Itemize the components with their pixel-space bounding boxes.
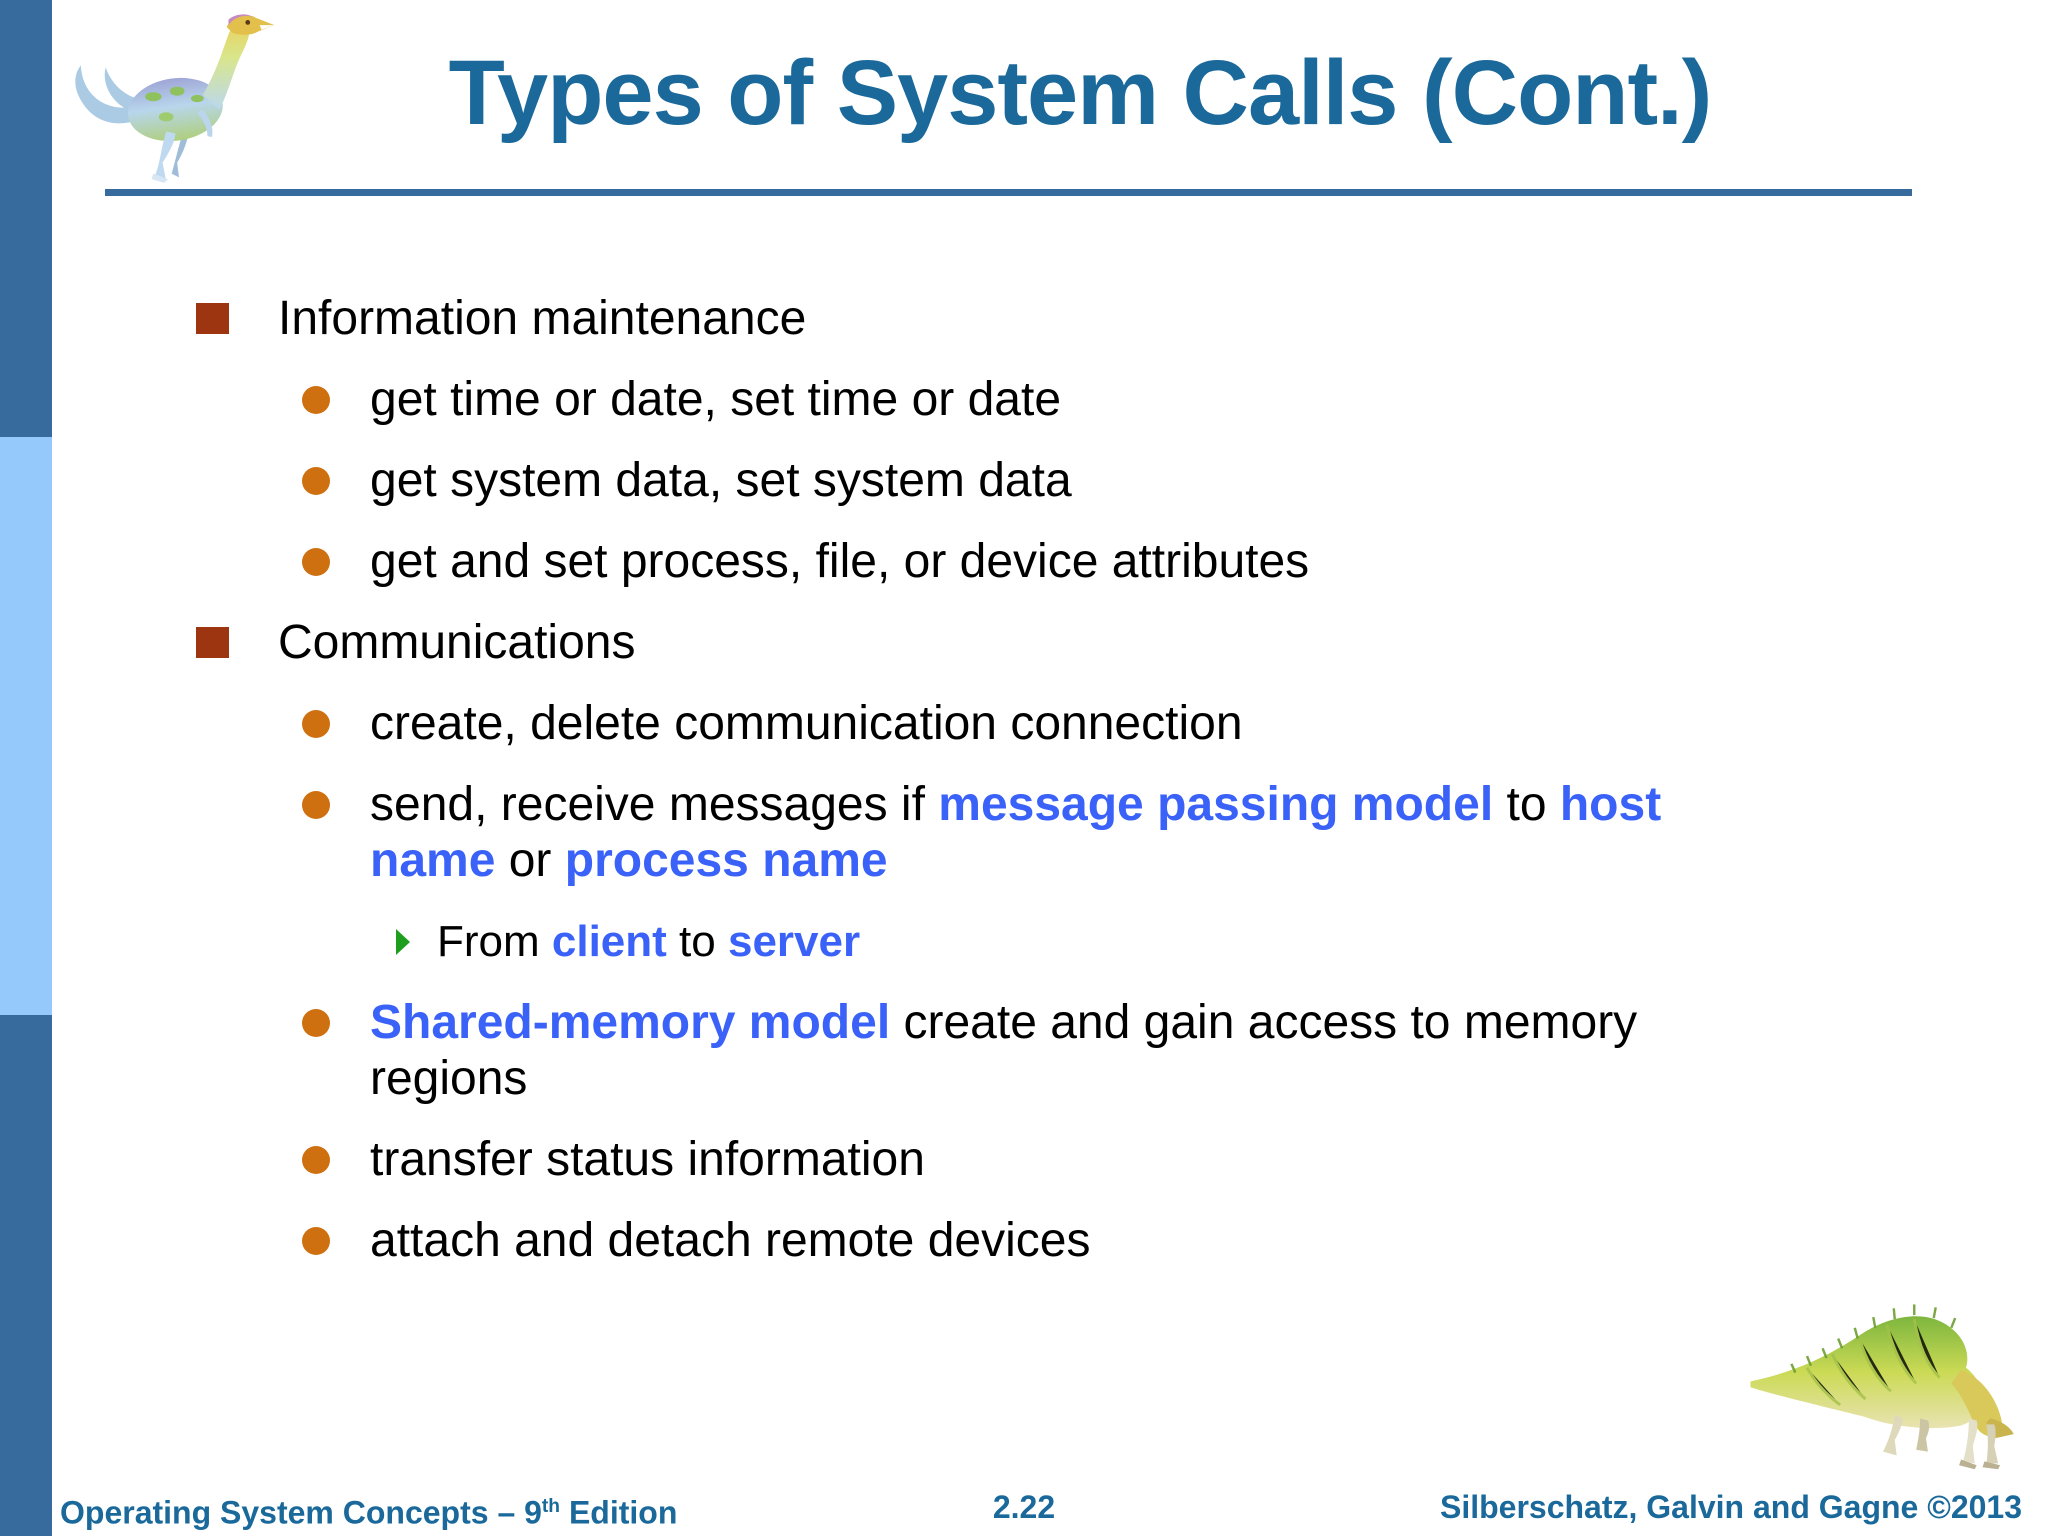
slide-title: Types of System Calls (Cont.) [448, 42, 1713, 144]
footer-book-title: Operating System Concepts – 9th Edition [60, 1494, 678, 1531]
list-item-text: From client to server [437, 917, 861, 966]
list-item: get time or date, set time or date [0, 372, 2048, 428]
footer-authors: Silberschatz, Galvin and Gagne ©2013 [1439, 1489, 2022, 1525]
list-item: create, delete communication connection [0, 696, 2048, 752]
dinosaur-illustration [1750, 1304, 2014, 1470]
list-item-text: get and set process, file, or device att… [370, 535, 1310, 588]
list-item: Shared-memory model create and gain acce… [0, 995, 2048, 1051]
circle-bullet-icon [302, 548, 330, 576]
footer-page-number: 2.22 [992, 1489, 1056, 1525]
sidebar-band-top [0, 0, 52, 437]
circle-bullet-icon [302, 1227, 330, 1255]
title-underline [105, 189, 1912, 196]
list-item: Information maintenance [0, 291, 2048, 347]
list-item-text: Shared-memory model create and gain acce… [370, 996, 1638, 1049]
list-item: regions [0, 1051, 2048, 1107]
circle-bullet-icon [302, 1146, 330, 1174]
circle-bullet-icon [302, 791, 330, 819]
list-item-text: send, receive messages if message passin… [370, 778, 1662, 831]
list-item-text: Information maintenance [278, 292, 807, 345]
circle-bullet-icon [302, 467, 330, 495]
circle-bullet-icon [302, 386, 330, 414]
list-item-text: transfer status information [370, 1133, 925, 1186]
list-item: name or process name [0, 833, 2048, 889]
list-item: get and set process, file, or device att… [0, 534, 2048, 590]
dinosaur-logo [75, 14, 275, 183]
square-bullet-icon [196, 627, 229, 658]
list-item: send, receive messages if message passin… [0, 777, 2048, 833]
circle-bullet-icon [302, 1009, 330, 1037]
list-item: attach and detach remote devices [0, 1213, 2048, 1269]
list-item-text: get time or date, set time or date [370, 373, 1062, 426]
list-item-text: get system data, set system data [370, 454, 1072, 507]
list-item: From client to server [0, 914, 2048, 970]
triangle-bullet-icon [396, 929, 410, 955]
list-item-text: create, delete communication connection [370, 697, 1243, 750]
sidebar-band-middle [0, 437, 52, 1015]
list-item-text: Communications [278, 616, 636, 669]
list-item-text: attach and detach remote devices [370, 1214, 1091, 1267]
list-item: get system data, set system data [0, 453, 2048, 509]
square-bullet-icon [196, 303, 229, 334]
list-item: transfer status information [0, 1132, 2048, 1188]
sidebar-band-bottom [0, 1015, 52, 1536]
bullet-list: Information maintenance get time or date,… [0, 291, 2048, 1269]
list-item: Communications [0, 615, 2048, 671]
list-item-text: regions [370, 1052, 528, 1105]
list-item-text: name or process name [370, 834, 888, 887]
circle-bullet-icon [302, 710, 330, 738]
